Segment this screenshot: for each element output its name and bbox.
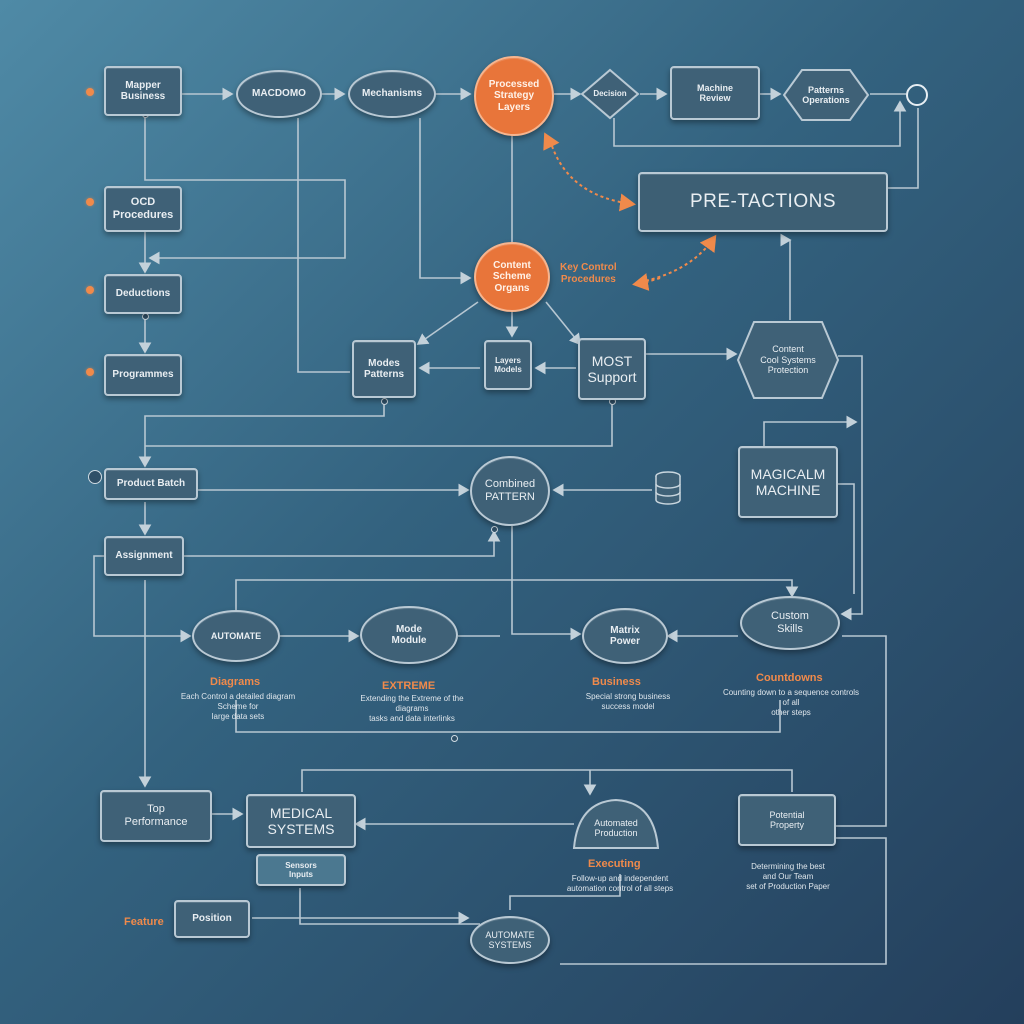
database-icon bbox=[655, 471, 681, 505]
node-content-cool-system-label: Content Cool Systems Protection bbox=[760, 344, 816, 376]
node-custom-skills[interactable]: Custom Skills bbox=[740, 596, 840, 650]
node-decision-label: Decision bbox=[593, 89, 627, 99]
label-countdowns: Countdowns bbox=[756, 672, 823, 684]
node-pattern-operations-label: Patterns Operations bbox=[802, 84, 850, 105]
node-product-batch[interactable]: Product Batch bbox=[104, 468, 198, 500]
node-magical-machine[interactable]: MAGICALM MACHINE bbox=[738, 446, 838, 518]
node-mechanisms[interactable]: Mechanisms bbox=[348, 70, 436, 118]
connector-port bbox=[451, 735, 458, 742]
node-position[interactable]: Position bbox=[174, 900, 250, 938]
node-assignment[interactable]: Assignment bbox=[104, 536, 184, 576]
caption-potential: Determining the best and Our Team set of… bbox=[746, 862, 830, 891]
node-matrix-power[interactable]: Matrix Power bbox=[582, 608, 668, 664]
connector-port bbox=[142, 313, 149, 320]
endpoint-circle-icon bbox=[906, 84, 928, 106]
node-sensors-inputs[interactable]: Sensors Inputs bbox=[256, 854, 346, 886]
bullet-marker bbox=[86, 286, 94, 294]
node-medical-systems[interactable]: MEDICAL SYSTEMS bbox=[246, 794, 356, 848]
node-pre-tactions[interactable]: PRE-TACTIONS bbox=[638, 172, 888, 232]
node-combined-patterns[interactable]: Combined PATTERN bbox=[470, 456, 550, 526]
trapezoid-shape bbox=[572, 798, 660, 849]
node-mode-module[interactable]: Mode Module bbox=[360, 606, 458, 664]
bullet-marker bbox=[86, 198, 94, 206]
node-mode-patterns[interactable]: Modes Patterns bbox=[352, 340, 416, 398]
node-machine-review[interactable]: Machine Review bbox=[670, 66, 760, 120]
node-autonomy[interactable]: AUTOMATE bbox=[192, 610, 280, 662]
node-layer-models[interactable]: Layers Models bbox=[484, 340, 532, 390]
node-top-performance[interactable]: Top Performance bbox=[100, 790, 212, 842]
node-content-cool-system[interactable]: Content Cool Systems Protection bbox=[736, 320, 840, 400]
node-content-scheme[interactable]: Content Scheme Organs bbox=[474, 242, 550, 312]
caption-executing: Follow-up and independent automation con… bbox=[566, 874, 674, 893]
label-executing: Executing bbox=[588, 858, 641, 870]
node-programmes[interactable]: Programmes bbox=[104, 354, 182, 396]
node-potential-property[interactable]: Potential Property bbox=[738, 794, 836, 846]
connector-port bbox=[88, 470, 102, 484]
label-diagrams: Diagrams bbox=[210, 676, 261, 688]
node-deductions[interactable]: Deductions bbox=[104, 274, 182, 314]
node-automate-systems[interactable]: AUTOMATE SYSTEMS bbox=[470, 916, 550, 964]
caption-countdowns: Counting down to a sequence controls of … bbox=[722, 688, 860, 717]
node-automated-production-label: Automated Production bbox=[594, 817, 638, 838]
label-business: Business bbox=[592, 676, 641, 688]
bullet-marker bbox=[86, 368, 94, 376]
hexagon-shape bbox=[736, 321, 840, 399]
label-key-control-procedures: Key Control Procedures bbox=[560, 262, 617, 285]
node-macdomo[interactable]: MACDOMO bbox=[236, 70, 322, 118]
diamond-shape bbox=[580, 68, 640, 120]
node-ocd-procedures[interactable]: OCD Procedures bbox=[104, 186, 182, 232]
node-automated-production[interactable]: Automated Production bbox=[568, 796, 664, 850]
connector-port bbox=[381, 398, 388, 405]
caption-extreme: Extending the Extreme of the diagrams ta… bbox=[360, 694, 464, 723]
node-processed-strategy[interactable]: Processed Strategy Layers bbox=[474, 56, 554, 136]
label-extreme: EXTREME bbox=[382, 680, 436, 692]
caption-diagrams: Each Control a detailed diagram Scheme f… bbox=[180, 692, 296, 721]
bullet-marker bbox=[86, 88, 94, 96]
label-feature: Feature bbox=[124, 916, 164, 928]
caption-business: Special strong business success model bbox=[585, 692, 671, 711]
connector-port bbox=[491, 526, 498, 533]
node-most-support[interactable]: MOST Support bbox=[578, 338, 646, 400]
node-decision-diamond[interactable]: Decision bbox=[580, 68, 640, 120]
node-pattern-operations[interactable]: Patterns Operations bbox=[782, 68, 870, 122]
hexagon-shape bbox=[782, 69, 870, 121]
node-mapper-business[interactable]: Mapper Business bbox=[104, 66, 182, 116]
